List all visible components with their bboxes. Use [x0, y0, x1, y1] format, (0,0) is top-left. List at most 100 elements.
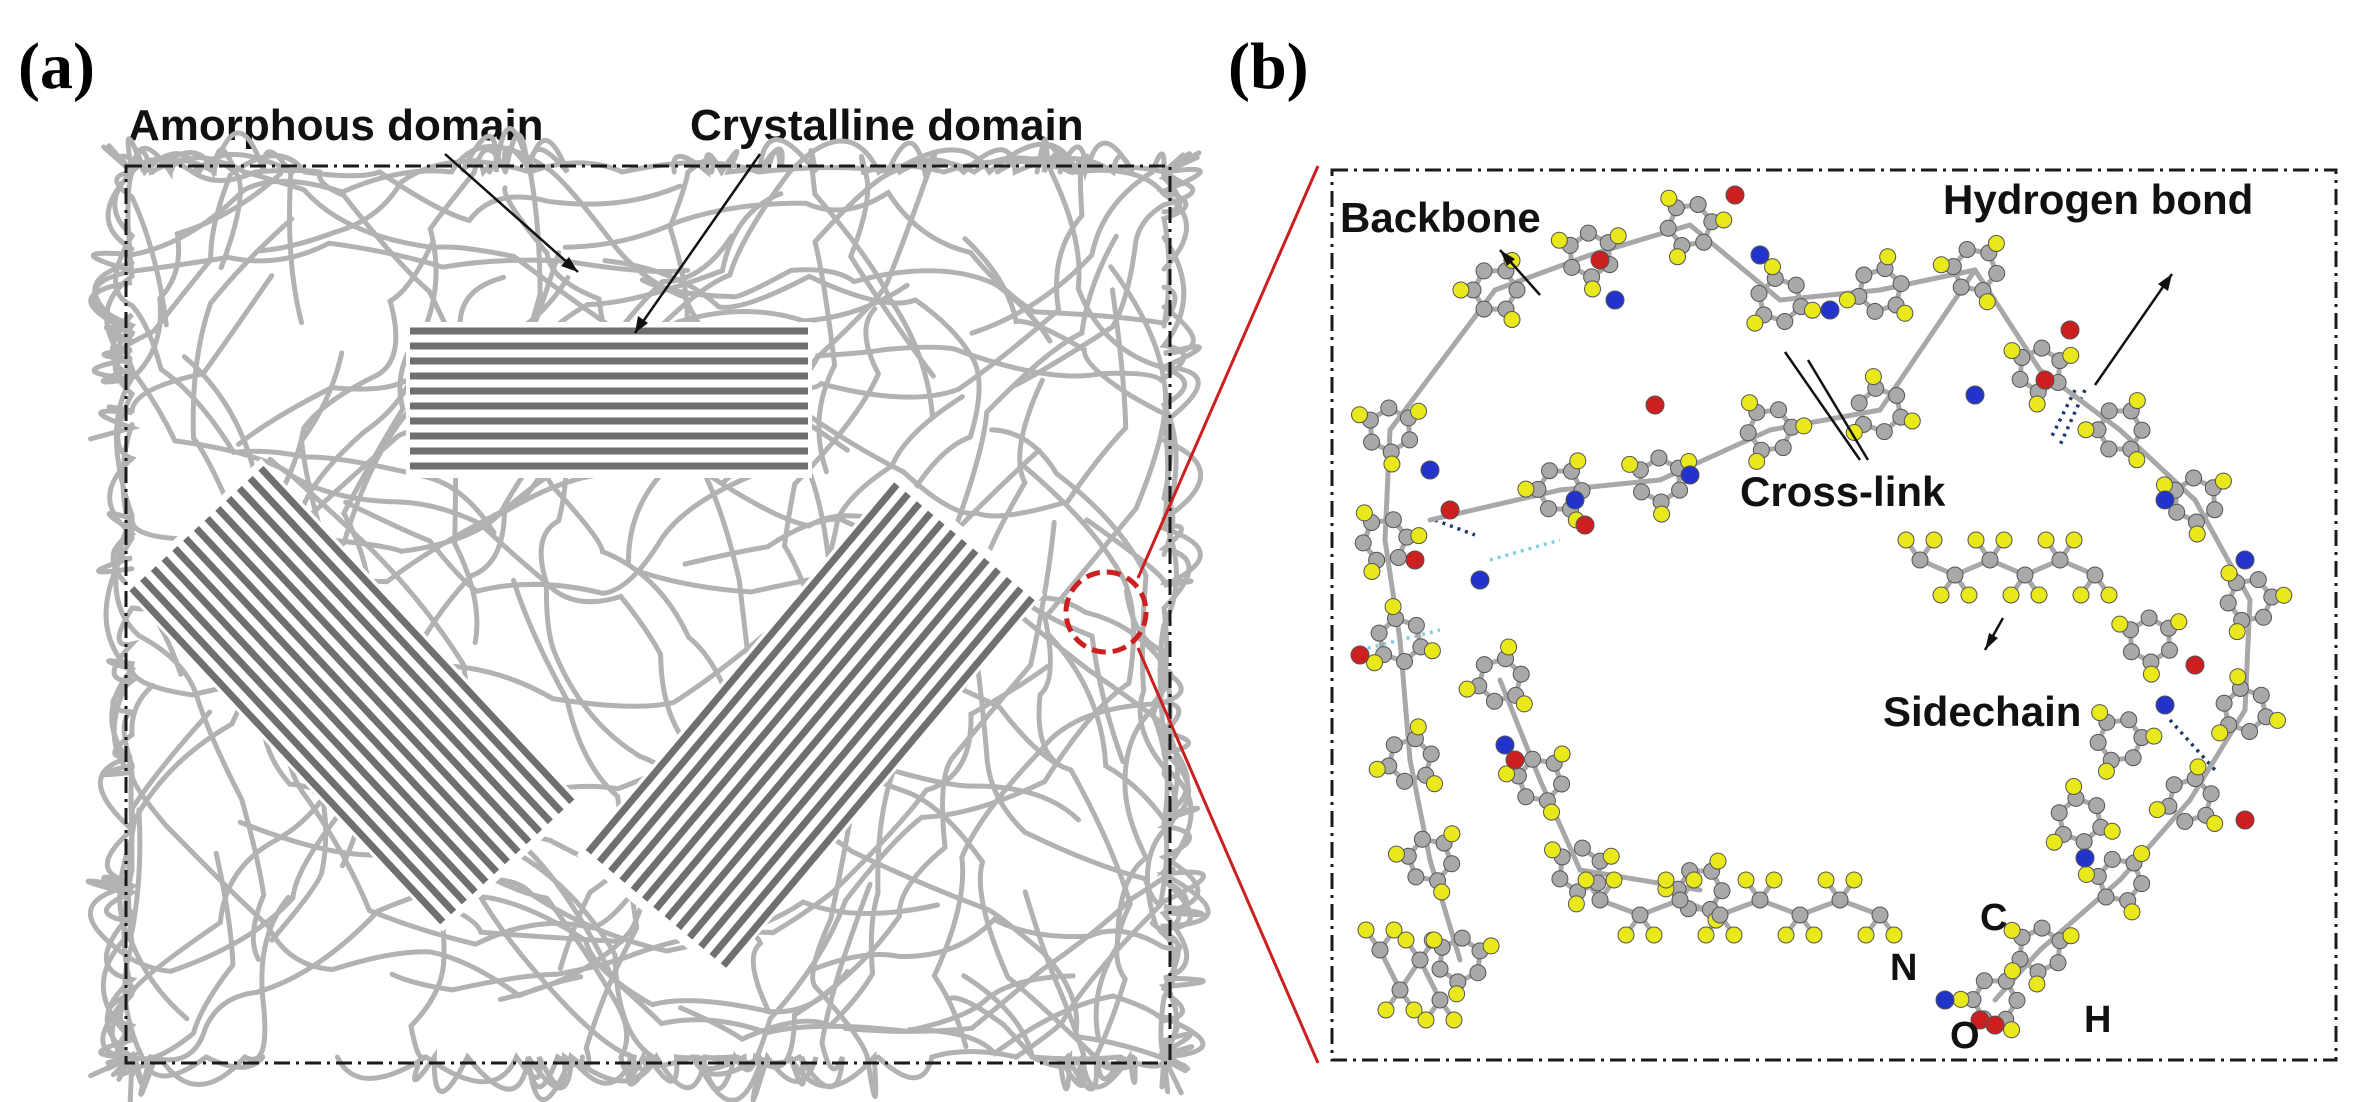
- amorphous-fiber: [104, 850, 236, 1086]
- hydrogen-atom: [2145, 727, 2163, 745]
- hydrogen-atom: [1967, 531, 1985, 549]
- oxygen-atom: [2185, 655, 2205, 675]
- crystalline-chain: [596, 491, 911, 864]
- hydrogen-atom: [1715, 211, 1733, 229]
- hydrogen-atom: [2220, 564, 2238, 582]
- hydrogen-atom: [2004, 962, 2021, 980]
- carbon-atom: [1911, 551, 1929, 569]
- hydrogen-atom: [1498, 765, 1515, 783]
- hydrogen-atom: [1896, 304, 1914, 322]
- sidechain-pointer: [1983, 617, 2005, 651]
- hydrogen-atom: [2062, 927, 2080, 945]
- carbon-atom: [2140, 609, 2158, 627]
- hydrogen-atom: [2103, 822, 2121, 840]
- crystalline-chain: [641, 529, 956, 902]
- hydrogen-atom: [1550, 231, 1568, 249]
- hydrogen-atom: [2003, 342, 2021, 360]
- hydrogen-atom: [1577, 871, 1595, 889]
- hydrogen-atom: [1795, 417, 1813, 435]
- amorphous-fiber: [767, 808, 1194, 1096]
- hydrogen-atom: [1425, 931, 1443, 949]
- amorphous-fiber: [810, 749, 1205, 973]
- carbon-atom: [1787, 276, 1805, 294]
- carbon-atom: [1431, 991, 1449, 1009]
- hydrogen-atom: [1925, 531, 1943, 549]
- hydrogen-atom: [1653, 505, 1671, 523]
- carbon-atom: [1391, 981, 1409, 999]
- crystalline-chain: [698, 576, 1013, 950]
- carbon-atom: [2185, 469, 2203, 487]
- hydrogen-atom: [1709, 852, 1727, 870]
- carbon-atom: [1988, 264, 2006, 282]
- hydrogen-atom: [2188, 525, 2206, 543]
- amorphous-domain-pointer: [444, 153, 579, 273]
- carbon-atom: [1553, 775, 1571, 793]
- hydrogen-atom: [1660, 189, 1678, 207]
- hydrogen-atom: [1383, 455, 1401, 473]
- crystalline-chain: [258, 465, 575, 805]
- hydrogen-atom: [2228, 623, 2246, 641]
- oxygen-atom: [2035, 370, 2055, 390]
- carbon-atom: [1354, 534, 1372, 552]
- carbon-atom: [1591, 891, 1609, 909]
- crystalline-chain: [686, 567, 1001, 940]
- carbon-atom: [1551, 870, 1569, 888]
- carbon-atom: [2249, 571, 2267, 589]
- crystalline-chain: [226, 495, 543, 835]
- carbon-atom: [2086, 566, 2104, 584]
- carbon-atom: [1363, 433, 1381, 451]
- carbon-atom: [1517, 788, 1535, 806]
- hydrogen-atom: [1805, 926, 1823, 944]
- hydrogen-bond-pointer: [2093, 273, 2174, 386]
- carbon-atom: [1875, 423, 1893, 441]
- hydrogen-atom: [1764, 258, 1781, 276]
- hydrogen-atom: [2003, 921, 2021, 939]
- nitrogen-atom: [1605, 290, 1625, 310]
- hydrogen-atom: [1448, 985, 1466, 1003]
- carbon-atom: [2215, 694, 2233, 712]
- hydrogen-atom: [1397, 931, 1415, 949]
- carbon-atom: [2219, 594, 2237, 612]
- hydrogen-atom: [1417, 1011, 1435, 1029]
- carbon-atom: [1750, 284, 1768, 302]
- carbon-atom: [2255, 608, 2272, 626]
- hydrogen-bond-line: [1434, 518, 1476, 537]
- hydrogen-atom: [1765, 871, 1783, 889]
- carbon-atom: [1958, 241, 1976, 258]
- carbon-atom: [1751, 891, 1769, 909]
- panel-a: (a) Amorphous domain Crystalline domain: [18, 30, 1320, 1102]
- carbon-atom: [1671, 891, 1689, 909]
- carbon-atom: [1453, 929, 1471, 947]
- nitrogen-atom: [1750, 245, 1770, 265]
- carbon-atom: [1431, 960, 1449, 978]
- hydrogen-atom: [1932, 256, 1950, 274]
- hydrogen-atom: [1410, 527, 1428, 545]
- hydrogen-atom: [1685, 871, 1703, 889]
- amorphous-fiber: [1036, 264, 1169, 769]
- carbon-atom: [2016, 566, 2034, 584]
- crystalline-chain: [215, 505, 532, 845]
- zoom-connector-bottom: [1136, 647, 1320, 1064]
- nitrogen-atom: [1935, 990, 1955, 1010]
- amorphous-fiber: [962, 236, 1176, 557]
- hydrogen-bond-line: [2048, 389, 2077, 441]
- panel-a-frame: [124, 164, 1172, 1065]
- hydrogen-legend-label: H: [2084, 999, 2111, 1041]
- oxygen-atom: [1590, 250, 1610, 270]
- backbone-label: Backbone: [1340, 194, 1541, 241]
- crystalline-domain-label: Crystalline domain: [690, 101, 1084, 150]
- hydrogen-atom: [1443, 825, 1461, 843]
- carbon-atom: [2033, 919, 2051, 937]
- carbon-atom: [2051, 551, 2069, 569]
- crystalline-chain: [193, 526, 510, 865]
- hydrogen-atom: [1569, 452, 1587, 470]
- hydrogen-atom: [1879, 248, 1897, 266]
- amorphous-fiber: [525, 881, 873, 1102]
- hydrogen-atom: [1617, 926, 1635, 944]
- carbon-atom: [1443, 855, 1461, 873]
- carbon-atom: [1774, 439, 1792, 457]
- carbon-atom: [1401, 431, 1419, 449]
- hydrogen-atom: [2128, 392, 2146, 410]
- hydrogen-atom: [1500, 638, 1518, 656]
